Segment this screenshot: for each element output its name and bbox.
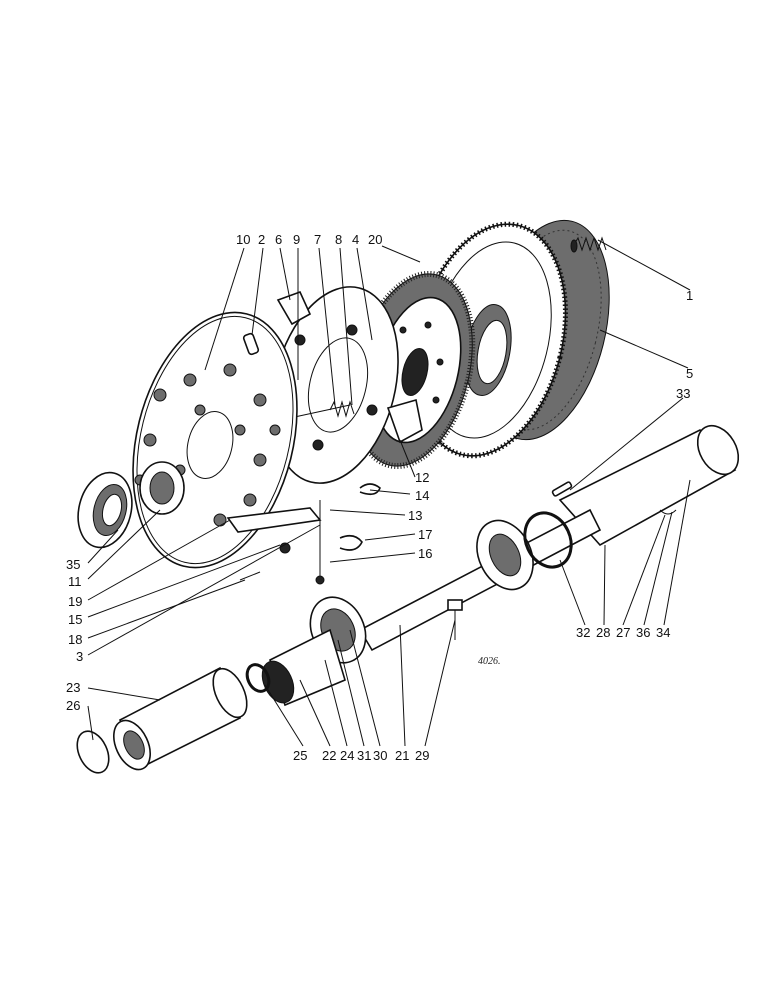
label-33: 33 (676, 386, 690, 401)
leader-lines (87, 239, 691, 747)
label-7: 7 (314, 232, 321, 247)
reference-code: 4026. (478, 656, 501, 667)
label-9: 9 (293, 232, 300, 247)
label-14: 14 (415, 488, 429, 503)
label-29: 29 (415, 748, 429, 763)
label-6: 6 (275, 232, 282, 247)
coupling-sleeve (76, 663, 271, 774)
label-23: 23 (66, 680, 80, 695)
label-27: 27 (616, 625, 630, 640)
label-25: 25 (293, 748, 307, 763)
label-24: 24 (340, 748, 354, 763)
label-36: 36 (636, 625, 650, 640)
label-10: 10 (236, 232, 250, 247)
label-8: 8 (335, 232, 342, 247)
label-21: 21 (395, 748, 409, 763)
label-20: 20 (368, 232, 382, 247)
label-11: 11 (68, 574, 82, 589)
label-3: 3 (76, 649, 83, 664)
label-26: 26 (66, 698, 80, 713)
label-2: 2 (258, 232, 265, 247)
label-28: 28 (596, 625, 610, 640)
label-31: 31 (357, 748, 371, 763)
label-35: 35 (66, 557, 80, 572)
label-22: 22 (322, 748, 336, 763)
label-30: 30 (373, 748, 387, 763)
label-17: 17 (418, 527, 432, 542)
part-labels: 10 2 6 9 7 8 4 20 1 5 33 12 14 13 17 16 … (66, 232, 693, 763)
label-32: 32 (576, 625, 590, 640)
release-bearing (77, 471, 133, 549)
label-18: 18 (68, 632, 82, 647)
label-12: 12 (415, 470, 429, 485)
label-16: 16 (418, 546, 432, 561)
label-4: 4 (352, 232, 359, 247)
clutch-cover-plate (132, 311, 298, 569)
label-13: 13 (408, 508, 422, 523)
label-34: 34 (656, 625, 670, 640)
label-19: 19 (68, 594, 82, 609)
label-15: 15 (68, 612, 82, 627)
pressure-plate-assembly (271, 286, 423, 484)
label-1: 1 (686, 288, 693, 303)
label-5: 5 (686, 366, 693, 381)
